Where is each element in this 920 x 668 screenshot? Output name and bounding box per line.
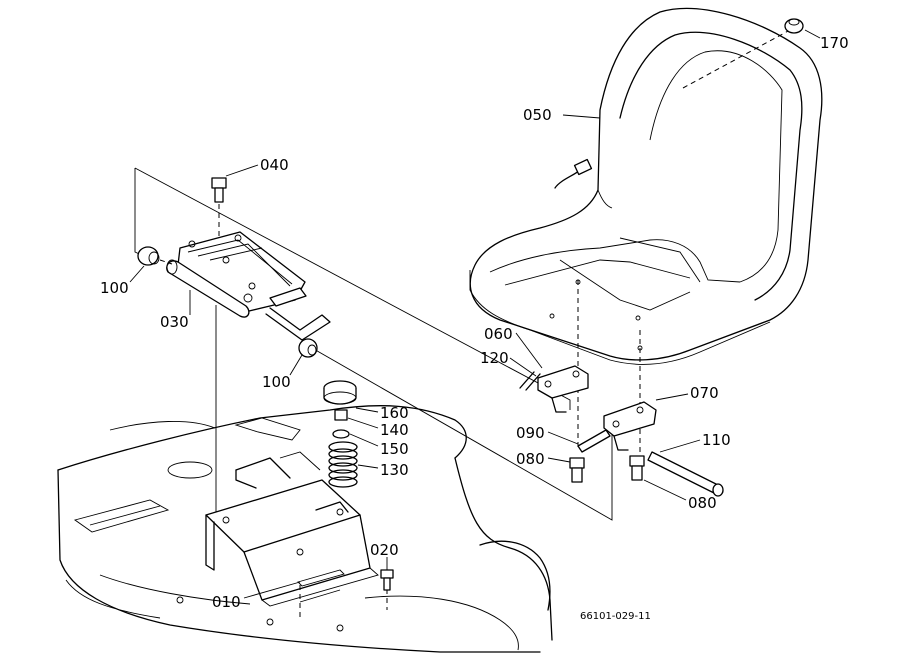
stopper-cap-part <box>323 380 357 405</box>
label-bolt-right: 080 <box>688 494 717 512</box>
bolt-right-part <box>629 455 645 481</box>
bracket-left-part <box>537 365 589 413</box>
label-cap-top: 170 <box>820 34 849 52</box>
label-bracket-left: 060 <box>484 325 513 343</box>
label-stopper-cap: 160 <box>380 404 409 422</box>
label-damper-left: 100 <box>100 279 129 297</box>
label-bracket-right: 070 <box>690 384 719 402</box>
label-bolt-left: 080 <box>516 450 545 468</box>
label-slide-rail: 030 <box>160 313 189 331</box>
bracket-right-part <box>603 401 657 451</box>
label-washer-a: 140 <box>380 421 409 439</box>
label-seat: 050 <box>523 106 552 124</box>
seat-part <box>469 7 823 365</box>
cap-top-part <box>784 18 804 34</box>
bolt-top-part <box>211 177 227 236</box>
label-pin-clip: 120 <box>480 349 509 367</box>
damper-center-part <box>298 338 318 358</box>
label-damper-center: 100 <box>262 373 291 391</box>
seat-base-part <box>205 457 379 607</box>
slide-rail-part <box>166 231 331 341</box>
washers-part <box>332 409 350 439</box>
label-bolt-base: 020 <box>370 541 399 559</box>
shaft-part <box>647 451 724 497</box>
label-seat-base: 010 <box>212 593 241 611</box>
label-spring: 130 <box>380 461 409 479</box>
chassis-outline <box>57 405 553 653</box>
label-pin: 090 <box>516 424 545 442</box>
bolt-base-part <box>380 569 394 591</box>
pin-part <box>577 429 611 453</box>
label-washer-b: 150 <box>380 440 409 458</box>
damper-left-part <box>137 246 173 266</box>
bolt-left-part <box>569 457 585 483</box>
part-labels: 050 170 040 100 030 100 160 140 150 130 … <box>100 34 849 622</box>
label-bolt-top: 040 <box>260 156 289 174</box>
leader-lines <box>129 29 821 599</box>
spring-part <box>328 441 358 488</box>
label-shaft: 110 <box>702 431 731 449</box>
reference-code: 66101-029-11 <box>580 611 651 622</box>
pin-clip-part <box>519 371 541 391</box>
